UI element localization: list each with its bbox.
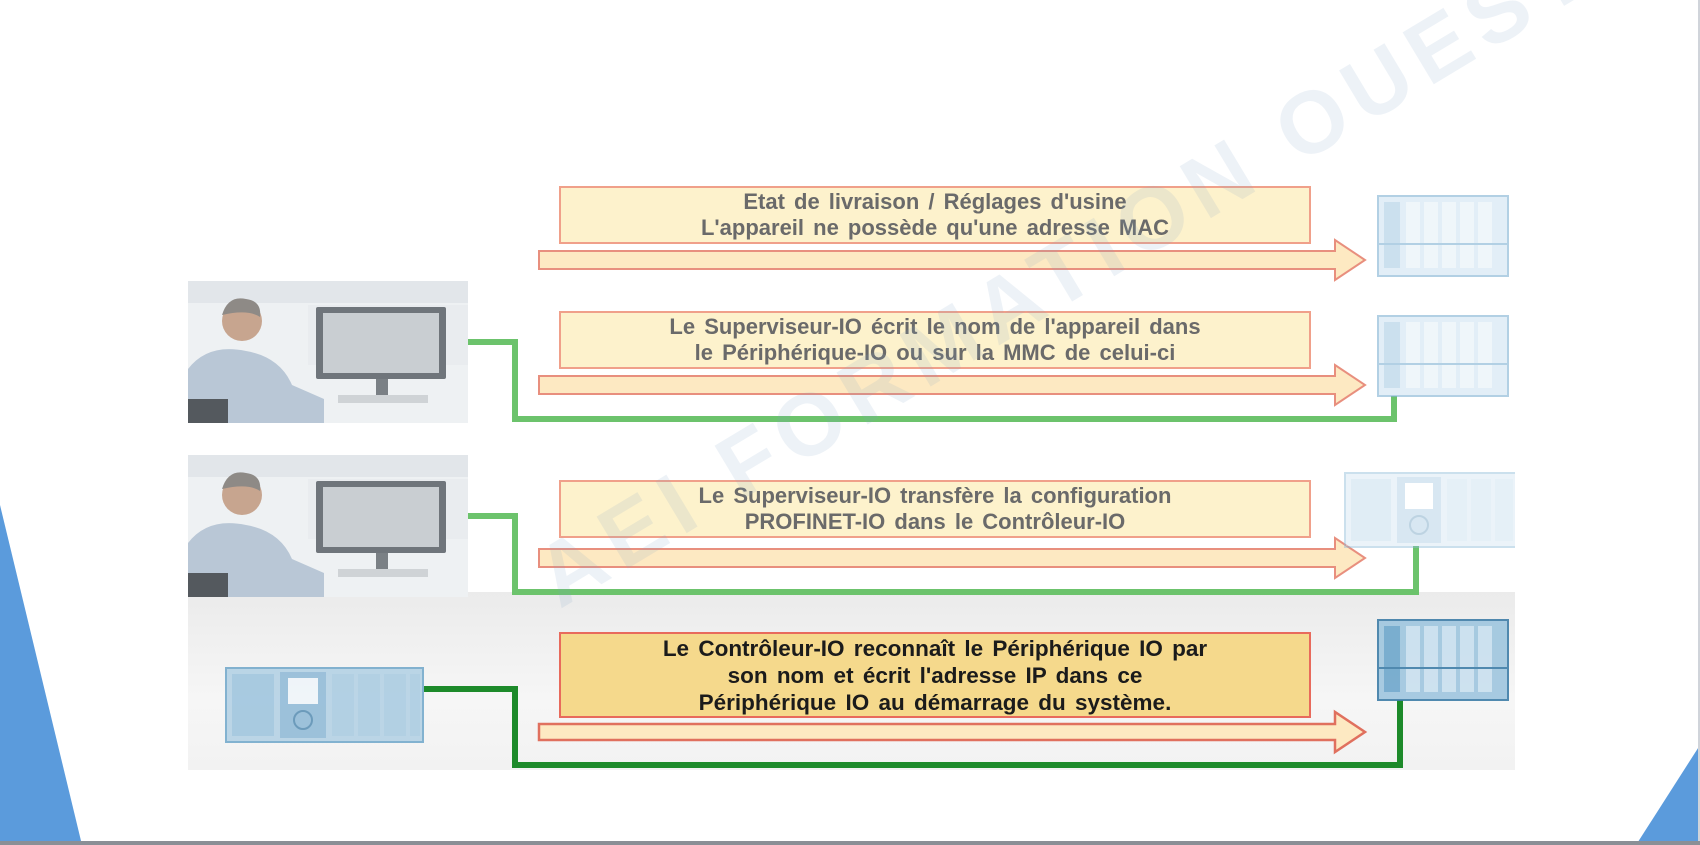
arrow-4 [537, 709, 1368, 755]
step-4-line-2: son nom et écrit l'adresse IP dans ce [727, 662, 1143, 688]
io-controller-icon [225, 667, 424, 743]
slide-corner-left [0, 505, 82, 845]
step-3-line-1: Le Superviseur-IO transfère la configura… [698, 483, 1172, 508]
wire-controller-to-device [424, 686, 1403, 768]
step-4-line-3: Périphérique IO au démarrage du système. [698, 689, 1172, 715]
step-2-message: Le Superviseur-IO écrit le nom de l'appa… [559, 311, 1311, 369]
step-1-line-1: Etat de livraison / Réglages d'usine [743, 189, 1127, 214]
devices [225, 195, 1515, 743]
io-controller-icon [1344, 472, 1515, 548]
step-2-line-1: Le Superviseur-IO écrit le nom de l'appa… [669, 314, 1201, 339]
step-4-line-1: Le Contrôleur-IO reconnaît le Périphériq… [662, 635, 1208, 661]
io-device-icon [1377, 619, 1509, 701]
step-1-message: Etat de livraison / Réglages d'usine L'a… [559, 186, 1311, 244]
step-2-line-2: le Périphérique-IO ou sur la MMC de celu… [694, 340, 1176, 365]
step-3-message: Le Superviseur-IO transfère la configura… [559, 480, 1311, 538]
step-4-message: Le Contrôleur-IO reconnaît le Périphériq… [559, 632, 1311, 718]
wire-workstation-to-controller [468, 513, 1419, 595]
step-3-line-2: PROFINET-IO dans le Contrôleur-IO [744, 509, 1126, 534]
engineer-workstation-icon [188, 455, 468, 597]
slide-corner-right [1636, 0, 1700, 845]
arrow-3 [538, 536, 1367, 580]
slide-bottom-rule [0, 841, 1700, 845]
io-device-icon [1377, 315, 1509, 397]
step-1-line-2: L'appareil ne possède qu'une adresse MAC [700, 215, 1170, 240]
engineer-workstation-icon [188, 281, 468, 423]
network-wires [424, 339, 1419, 768]
arrow-2 [538, 363, 1367, 407]
io-device-icon [1377, 195, 1509, 277]
wire-workstation-to-device [468, 339, 1397, 422]
arrow-1 [538, 238, 1367, 282]
flow-arrows [537, 238, 1368, 755]
profinet-naming-diagram: Etat de livraison / Réglages d'usine L'a… [188, 0, 1611, 770]
